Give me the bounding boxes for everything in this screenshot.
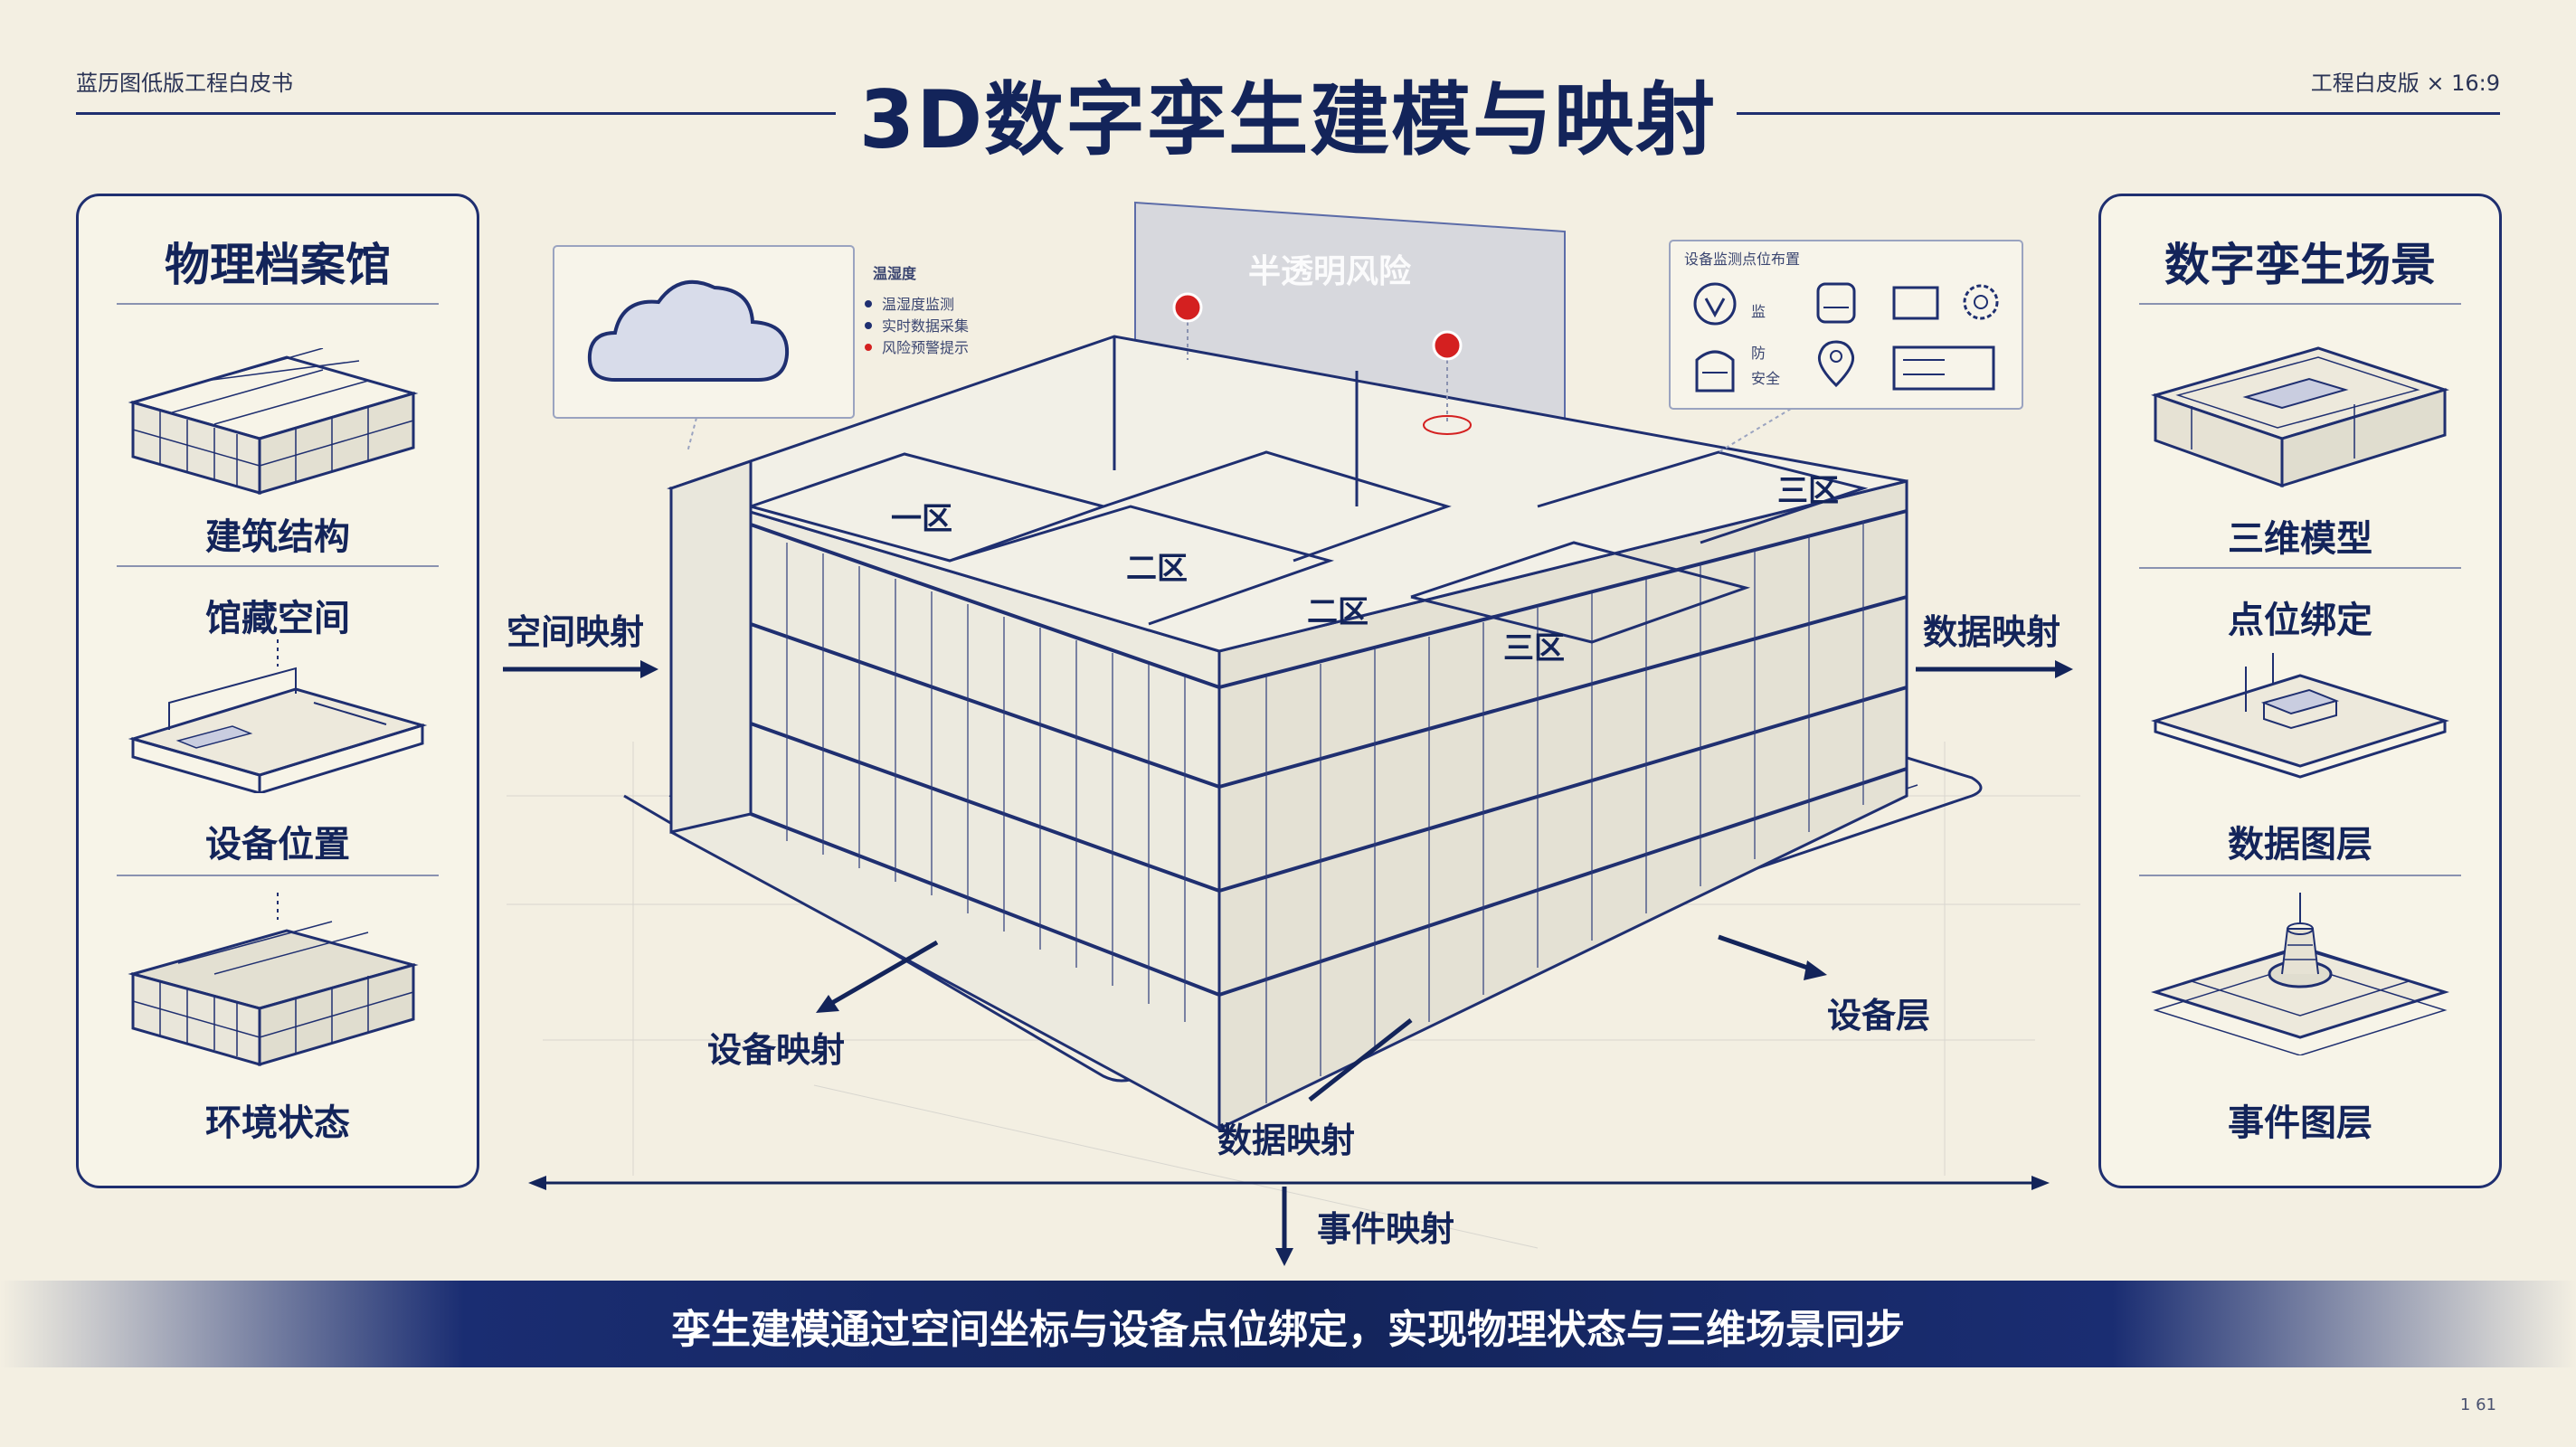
fire-cabinet-icon	[1695, 350, 1735, 392]
item-data-layer: 数据图层	[2228, 824, 2372, 865]
summary-banner-text: 孪生建模通过空间坐标与设备点位绑定，实现物理状态与三维场景同步	[671, 1307, 1905, 1353]
title-rule-right	[1737, 112, 2500, 115]
item-collection-space: 馆藏空间	[205, 598, 350, 639]
temperature-humidity-card: 温湿度 温湿度监测 实时数据采集 风险预警提示	[553, 245, 969, 453]
panel-divider	[117, 303, 439, 305]
gear-icon	[1963, 284, 1999, 320]
environment-status-illustration	[128, 893, 419, 1067]
building-structure-illustration	[128, 348, 419, 496]
device-label-1: 监	[1751, 303, 1766, 320]
sensor-icon	[1693, 282, 1737, 326]
data-mapping-bottom-label: 数据映射	[1217, 1121, 1356, 1160]
item-equipment-location: 设备位置	[205, 824, 350, 865]
central-building-diagram: 半透明风险	[503, 201, 2073, 1131]
card-line-2: 实时数据采集	[882, 317, 969, 335]
device-layer-label: 设备层	[1827, 996, 1931, 1036]
zone-label-3b: 三区	[1777, 473, 1839, 509]
cloud-icon	[587, 279, 790, 382]
device-mapping-label: 设备映射	[707, 1030, 846, 1070]
panel-title: 物理档案馆	[165, 239, 391, 291]
item-event-layer: 事件图层	[2228, 1102, 2372, 1144]
location-pin-icon	[1817, 340, 1855, 388]
3d-model-illustration	[2151, 346, 2450, 488]
summary-banner	[0, 1281, 2576, 1367]
panel-divider	[2139, 567, 2461, 569]
device-layer-arrow	[1718, 934, 1814, 972]
building-roof	[667, 335, 1908, 653]
device-label-3: 安全	[1751, 370, 1780, 387]
card-line-1: 温湿度监测	[882, 296, 954, 313]
page-title: 3D数字孪生建模与映射	[858, 73, 1718, 166]
panel-title: 数字孪生场景	[2164, 239, 2436, 291]
event-mapping-label: 事件映射	[1317, 1209, 1455, 1249]
event-layer-illustration	[2150, 893, 2450, 1055]
panel-divider	[2139, 875, 2461, 876]
zone-label-1: 一区	[891, 501, 952, 537]
cabinet-icon	[1816, 282, 1856, 324]
point-binding-illustration	[2150, 653, 2450, 779]
risk-overlay-label: 半透明风险	[1248, 253, 1412, 290]
panel-divider	[2139, 303, 2461, 305]
item-building-structure: 建筑结构	[205, 516, 350, 558]
display-board-icon	[1892, 345, 1995, 391]
zone-label-3a: 三区	[1503, 630, 1565, 667]
risk-marker-2	[1432, 330, 1463, 361]
space-mapping-label: 空间映射	[507, 612, 645, 652]
device-label-2: 防	[1751, 345, 1766, 362]
item-3d-model: 三维模型	[2228, 518, 2372, 560]
item-environment-status: 环境状态	[205, 1102, 350, 1144]
card-line-3: 风险预警提示	[882, 339, 969, 356]
title-rule-left	[76, 112, 836, 115]
header-format-tag: 工程白皮版 × 16:9	[2310, 71, 2500, 96]
page-number: 1 61	[2459, 1395, 2496, 1414]
collection-space-illustration	[128, 639, 428, 793]
data-mapping-arrow-bottom	[1308, 1018, 1413, 1102]
device-monitoring-card: 设备监测点位布置 监 防 安全	[1669, 240, 2023, 453]
card-title: 温湿度	[872, 265, 917, 282]
zone-label-2a: 二区	[1126, 551, 1188, 587]
panel-divider	[117, 875, 439, 876]
panel-icon	[1892, 286, 1939, 320]
card-title: 设备监测点位布置	[1684, 251, 1800, 268]
digital-twin-panel: 数字孪生场景 三维模型 点位绑定 数据图层	[2098, 194, 2502, 1188]
header-subtitle: 蓝历图低版工程白皮书	[76, 71, 293, 96]
data-mapping-right-label: 数据映射	[1923, 612, 2061, 652]
zone-label-2b: 二区	[1307, 594, 1368, 630]
panel-divider	[117, 565, 439, 567]
physical-archive-panel: 物理档案馆 建筑结构 馆藏空间 设备位置	[76, 194, 479, 1188]
risk-marker-1	[1172, 292, 1203, 323]
device-mapping-arrow	[829, 940, 939, 1007]
item-point-binding: 点位绑定	[2228, 600, 2372, 641]
